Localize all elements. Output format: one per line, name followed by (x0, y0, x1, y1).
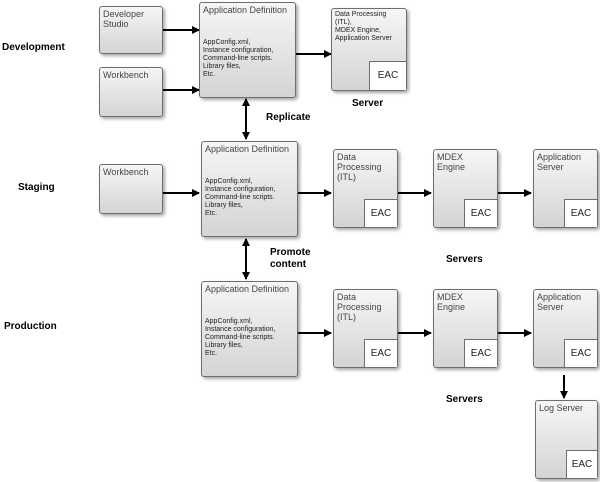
prod-mdex-title: MDEX Engine (437, 292, 466, 312)
stg-dp-eac-label: EAC (364, 199, 397, 227)
stg-application-server-box[interactable]: Application Server EAC (533, 149, 598, 228)
stg-appserver-eac-label: EAC (564, 199, 597, 227)
dev-server-box[interactable]: Data Processing (ITL), MDEX Engine, Appl… (331, 8, 407, 91)
stg-workbench-box[interactable]: Workbench (99, 164, 163, 214)
dev-server-title: Data Processing (ITL), MDEX Engine, Appl… (335, 11, 392, 42)
stage-label-production: Production (4, 321, 57, 332)
prod-dp-eac-label: EAC (364, 339, 397, 367)
stg-appserver-title: Application Server (537, 152, 582, 172)
prod-mdex-eac-label: EAC (464, 339, 497, 367)
stg-dp-title: Data Processing (ITL) (337, 152, 382, 182)
stage-label-staging: Staging (18, 182, 55, 193)
stg-workbench-label: Workbench (103, 167, 149, 177)
developer-studio-label: Developer Studio (103, 9, 145, 29)
prod-appdef-detail: AppConfig.xml, Instance configuration, C… (205, 318, 276, 357)
prod-appserver-eac-label: EAC (564, 339, 597, 367)
stage-label-development: Development (2, 42, 65, 53)
prod-appserver-title: Application Server (537, 292, 582, 312)
prod-application-server-box[interactable]: Application Server EAC (533, 289, 598, 368)
developer-studio-box[interactable]: Developer Studio (99, 6, 163, 54)
dev-appdef-title: Application Definition (203, 5, 288, 15)
dev-application-definition-box[interactable]: Application Definition AppConfig.xml, In… (199, 2, 296, 98)
stg-application-definition-box[interactable]: Application Definition AppConfig.xml, In… (201, 141, 298, 237)
stg-data-processing-box[interactable]: Data Processing (ITL) EAC (333, 149, 398, 228)
prod-application-definition-box[interactable]: Application Definition AppConfig.xml, In… (201, 281, 298, 377)
dev-eac-label: EAC (369, 61, 406, 90)
stg-appdef-title: Application Definition (205, 144, 290, 154)
stg-mdex-eac-label: EAC (464, 199, 497, 227)
prod-dp-title: Data Processing (ITL) (337, 292, 382, 322)
prod-logserver-title: Log Server (539, 403, 584, 413)
stg-appdef-detail: AppConfig.xml, Instance configuration, C… (205, 178, 276, 217)
prod-mdex-engine-box[interactable]: MDEX Engine EAC (433, 289, 498, 368)
promote-content-label: Promote content (270, 247, 311, 270)
replicate-label: Replicate (266, 112, 311, 123)
dev-workbench-box[interactable]: Workbench (99, 67, 163, 117)
prod-logserver-eac-label: EAC (566, 450, 597, 478)
dev-server-caption: Server (352, 98, 384, 109)
stg-mdex-engine-box[interactable]: MDEX Engine EAC (433, 149, 498, 228)
staging-servers-caption: Servers (446, 254, 483, 265)
dev-appdef-detail: AppConfig.xml, Instance configuration, C… (203, 39, 274, 78)
prod-appdef-title: Application Definition (205, 284, 290, 294)
prod-data-processing-box[interactable]: Data Processing (ITL) EAC (333, 289, 398, 368)
dev-workbench-label: Workbench (103, 70, 149, 80)
stg-mdex-title: MDEX Engine (437, 152, 466, 172)
prod-log-server-box[interactable]: Log Server EAC (535, 400, 598, 479)
production-servers-caption: Servers (446, 394, 483, 405)
